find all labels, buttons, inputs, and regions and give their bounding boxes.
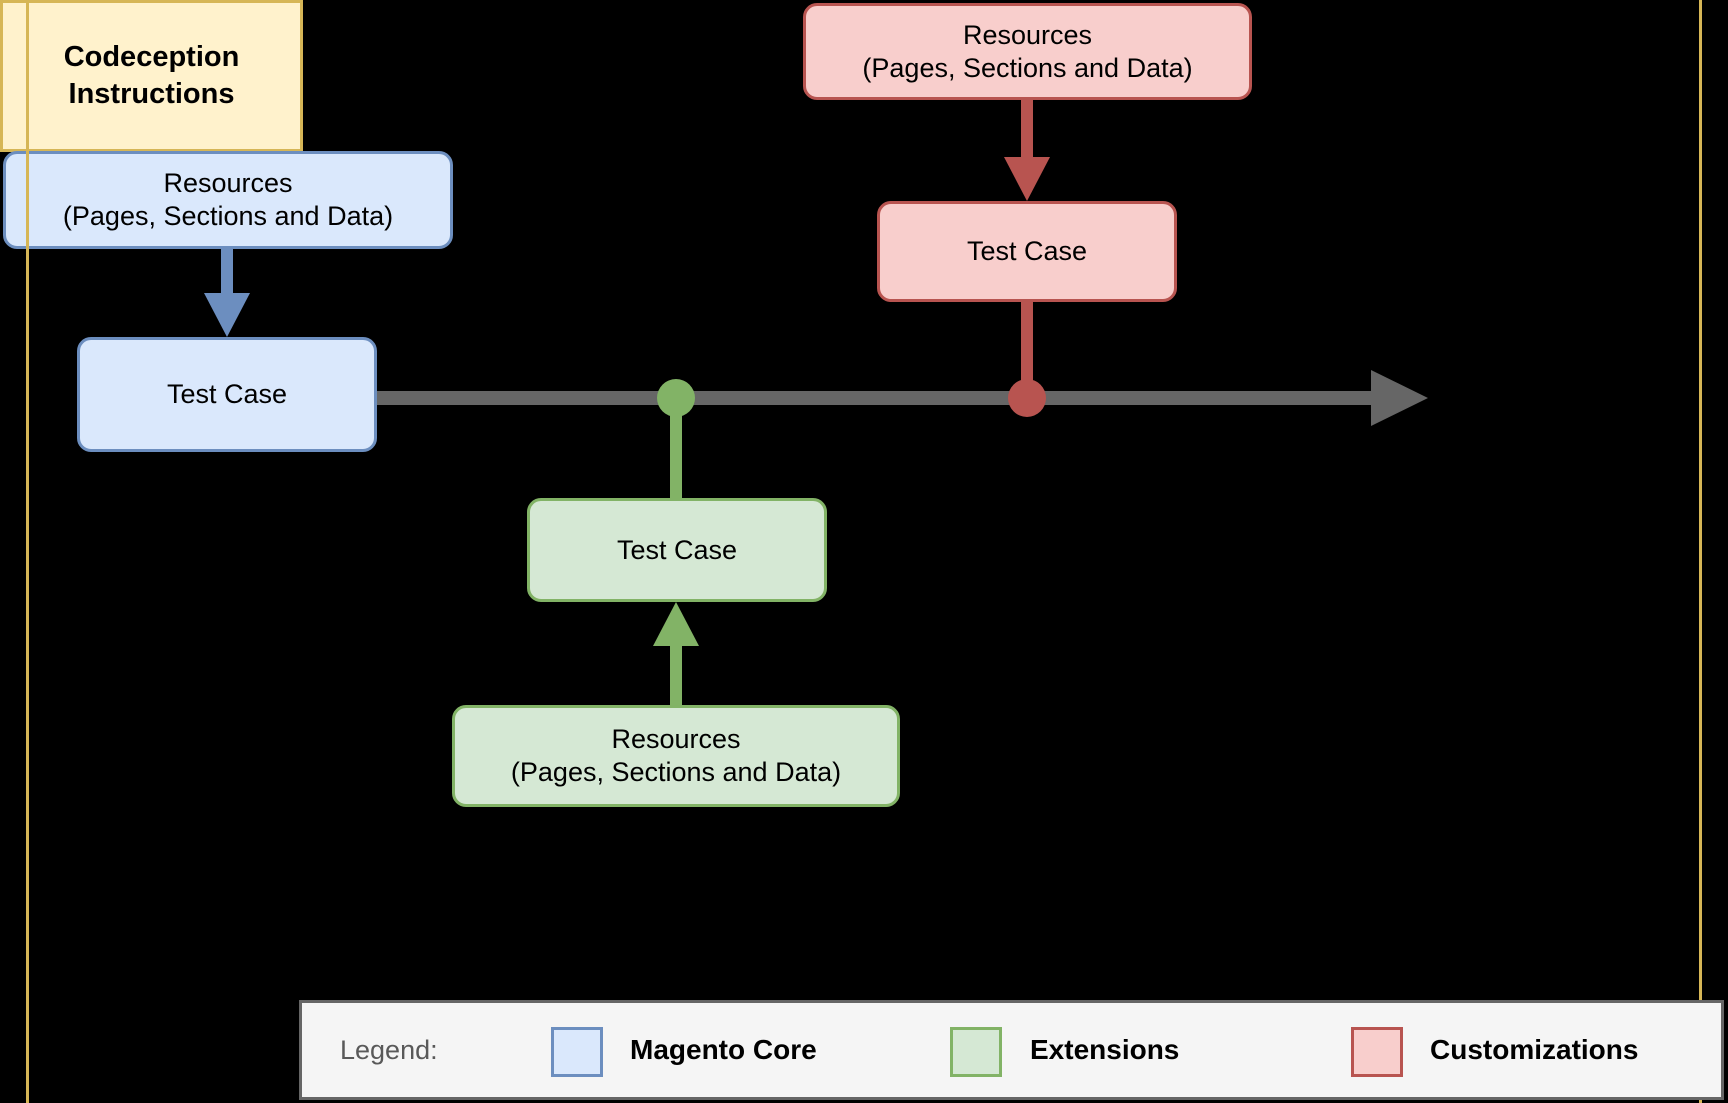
customization-connector xyxy=(1021,300,1033,398)
legend-swatch-customizations xyxy=(1351,1027,1403,1077)
legend-label-customizations: Customizations xyxy=(1430,1034,1639,1065)
process-bar-right xyxy=(1699,0,1702,1103)
process-bar-left xyxy=(26,0,29,1103)
node-core-resources: Resources (Pages, Sections and Data) xyxy=(3,151,453,249)
node-customization-test-case: Test Case xyxy=(877,201,1177,302)
node-label-line2: (Pages, Sections and Data) xyxy=(862,52,1193,83)
node-label: Test Case xyxy=(966,236,1088,266)
legend-swatch-extensions xyxy=(950,1027,1002,1077)
node-label-line2: Instructions xyxy=(68,78,235,110)
extension-connector xyxy=(670,398,682,498)
extension-junction-dot xyxy=(657,379,695,417)
legend-label-extensions: Extensions xyxy=(1030,1034,1180,1065)
node-label: Test Case xyxy=(616,534,738,565)
customization-arrow-shaft xyxy=(1021,98,1033,158)
node-label-line1: Codeception xyxy=(63,41,240,73)
node-label: Test Case xyxy=(166,379,288,409)
node-extension-resources: Resources (Pages, Sections and Data) xyxy=(452,705,900,807)
node-label-line2: (Pages, Sections and Data) xyxy=(510,757,842,787)
node-core-test-case: Test Case xyxy=(77,337,377,452)
legend-swatch-magento-core xyxy=(551,1027,603,1077)
legend-label-magento-core: Magento Core xyxy=(630,1034,817,1065)
legend-title: Legend: xyxy=(340,1034,438,1065)
customization-junction-dot xyxy=(1008,379,1046,417)
customization-arrowhead-icon xyxy=(1004,157,1050,201)
node-label-line1: Resources xyxy=(611,724,741,754)
core-arrow-shaft xyxy=(221,249,233,297)
node-extension-test-case: Test Case xyxy=(527,498,827,602)
core-arrowhead-icon xyxy=(204,293,250,337)
extension-arrowhead-icon xyxy=(653,602,699,646)
legend-bar: Legend: Magento Core Extensions Customiz… xyxy=(299,1000,1724,1100)
node-label-line1: Resources xyxy=(962,19,1093,50)
flow-line xyxy=(377,391,1375,405)
node-label-line1: Resources xyxy=(163,168,293,198)
node-label-line2: (Pages, Sections and Data) xyxy=(62,201,394,231)
node-customization-resources: Resources (Pages, Sections and Data) xyxy=(803,3,1252,100)
extension-arrow-shaft xyxy=(670,644,682,705)
flow-arrowhead-icon xyxy=(1371,370,1428,426)
